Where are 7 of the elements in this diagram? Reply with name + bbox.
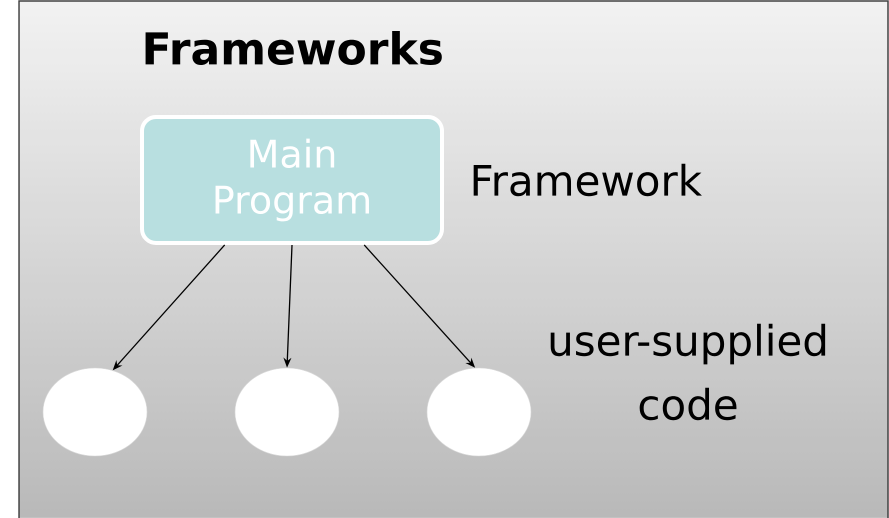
- circle: [426, 368, 532, 456]
- side-label: Framework: [474, 164, 702, 196]
- title: Frameworks: [146, 30, 442, 66]
- circle: [42, 368, 148, 456]
- note: user-supplied code: [550, 324, 826, 420]
- circle: [234, 368, 340, 456]
- process-box: Main Program: [140, 115, 444, 245]
